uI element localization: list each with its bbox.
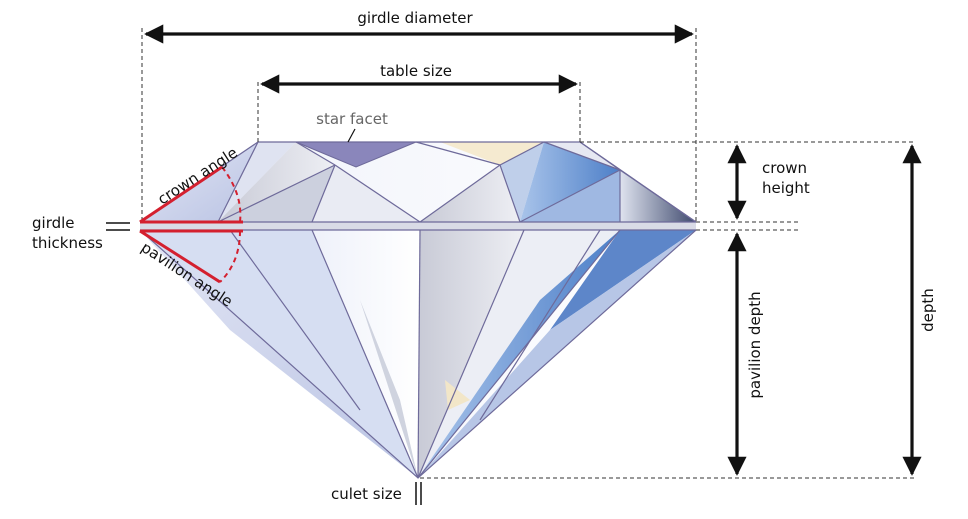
culet-size-label: culet size [331,485,402,503]
culet-size-marks [415,482,422,505]
girdle-thickness-label-line1: girdle [32,214,75,232]
pavilion-angle-arc [219,230,241,283]
pavilion-angle-line [139,229,221,284]
pavilion-depth-label: pavilion depth [746,291,764,398]
crown-height-label-line2: height [762,179,810,197]
angle-markers [139,165,243,284]
diamond-illustration [139,141,697,479]
star-facet-leader [347,128,356,143]
crown-height-label-line1: crown [762,159,807,177]
guide-lines [141,28,915,479]
crown-angle-line [139,165,223,224]
star-facet-label: star facet [316,110,388,128]
girdle-diameter-label: girdle diameter [357,9,473,27]
crown-angle-arc [221,166,242,223]
girdle-thickness-marks [106,222,130,231]
girdle [140,222,696,230]
depth-label: depth [919,288,937,332]
table-size-label: table size [380,62,452,80]
girdle-thickness-label-line2: thickness [32,234,103,252]
